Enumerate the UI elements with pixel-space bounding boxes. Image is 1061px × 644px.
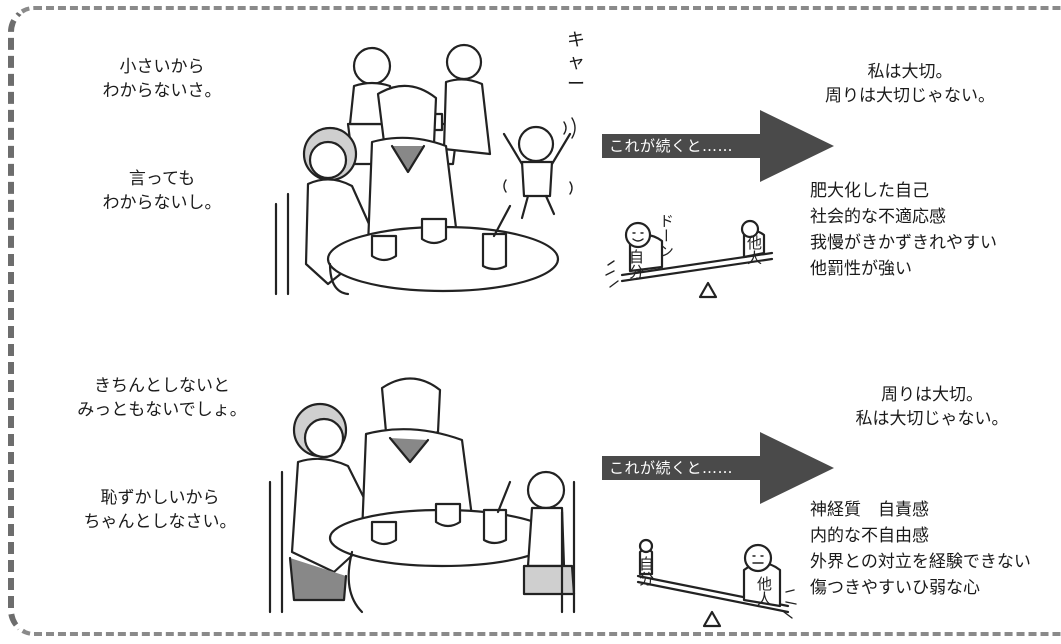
dashed-frame	[8, 6, 1061, 636]
top-result: 私は大切。 周りは大切じゃない。	[825, 62, 995, 106]
bottom-seesaw-heavy: 他人	[755, 576, 773, 606]
child-scream: キ ャ ー	[567, 30, 585, 95]
top-seesaw-light: 他人	[745, 235, 763, 265]
bottom-seesaw: 他人 自分	[636, 538, 797, 628]
bottom-result: 周りは大切。 私は大切じゃない。	[855, 385, 1009, 429]
top-traits: 肥大化した自己 社会的な不適応感 我慢がきかずきれやすい 他罰性が強い	[810, 181, 997, 279]
top-arrow-label: これが続くと……	[609, 137, 734, 155]
bottom-arrow	[602, 432, 834, 504]
top-seesaw-sound: ドーン	[657, 213, 675, 258]
top-speech-2: 言っても わからないし。	[102, 169, 222, 213]
top-seesaw: 自分 他人 ドーン	[605, 213, 774, 299]
top-arrow	[602, 110, 834, 182]
bottom-traits: 神経質 自責感 内的な不自由感 外界との対立を経験できない 傷つきやすいひ弱な心	[810, 500, 1031, 598]
bottom-arrow-label: これが続くと……	[609, 459, 734, 477]
top-cafe-illustration	[274, 43, 576, 296]
bottom-seesaw-light: 自分	[637, 556, 655, 587]
bottom-speech-2: 恥ずかしいから ちゃんとしなさい。	[83, 488, 237, 532]
top-seesaw-heavy: 自分	[627, 249, 645, 280]
bottom-speech-1: きちんとしないと みっともないでしょ。	[77, 376, 247, 420]
bottom-cafe-illustration	[268, 377, 576, 614]
top-speech-1: 小さいから わからないさ。	[102, 57, 222, 101]
